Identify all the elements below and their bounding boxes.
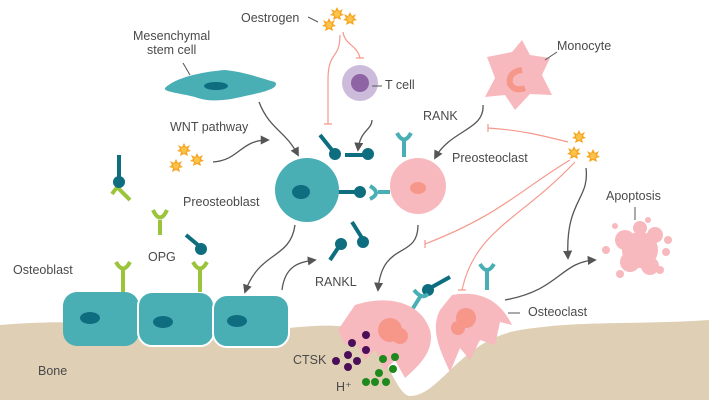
preosteoclast-label: Preosteoclast xyxy=(452,151,528,165)
monocyte-label: Monocyte xyxy=(557,39,611,53)
msc-label-line2: stem cell xyxy=(147,43,196,57)
monocyte xyxy=(485,40,552,110)
ctsk-molecules xyxy=(332,331,370,371)
rankl-molecules xyxy=(113,133,451,296)
osteoblast-cells xyxy=(63,291,290,348)
wnt-pathway-label: WNT pathway xyxy=(170,120,249,134)
activation-arrows xyxy=(212,101,597,301)
oestrogen-molecules xyxy=(322,7,357,31)
h-plus-label: H⁺ xyxy=(336,380,352,394)
h-plus-ions xyxy=(362,353,399,386)
msc-label-line1: Mesenchymal xyxy=(133,29,210,43)
apoptotic-cell xyxy=(602,217,672,278)
opg-receptors xyxy=(110,179,209,292)
inhibition-lines xyxy=(324,31,576,291)
opg-label: OPG xyxy=(148,250,176,264)
rankl-label: RANKL xyxy=(315,275,357,289)
oestrogen-label: Oestrogen xyxy=(241,11,299,25)
t-cell-label: T cell xyxy=(385,78,415,92)
osteoclast-label: Osteoclast xyxy=(528,305,588,319)
wnt-molecules xyxy=(169,143,204,172)
bone-label: Bone xyxy=(38,364,67,378)
preosteoblast-label: Preosteoblast xyxy=(183,195,260,209)
osteoblast-label: Osteoblast xyxy=(13,263,73,277)
apoptosis-label: Apoptosis xyxy=(606,189,661,203)
ctsk-label: CTSK xyxy=(293,353,327,367)
osteoclast-cells xyxy=(338,293,520,378)
rank-label: RANK xyxy=(423,109,458,123)
signal-molecules xyxy=(567,130,600,162)
